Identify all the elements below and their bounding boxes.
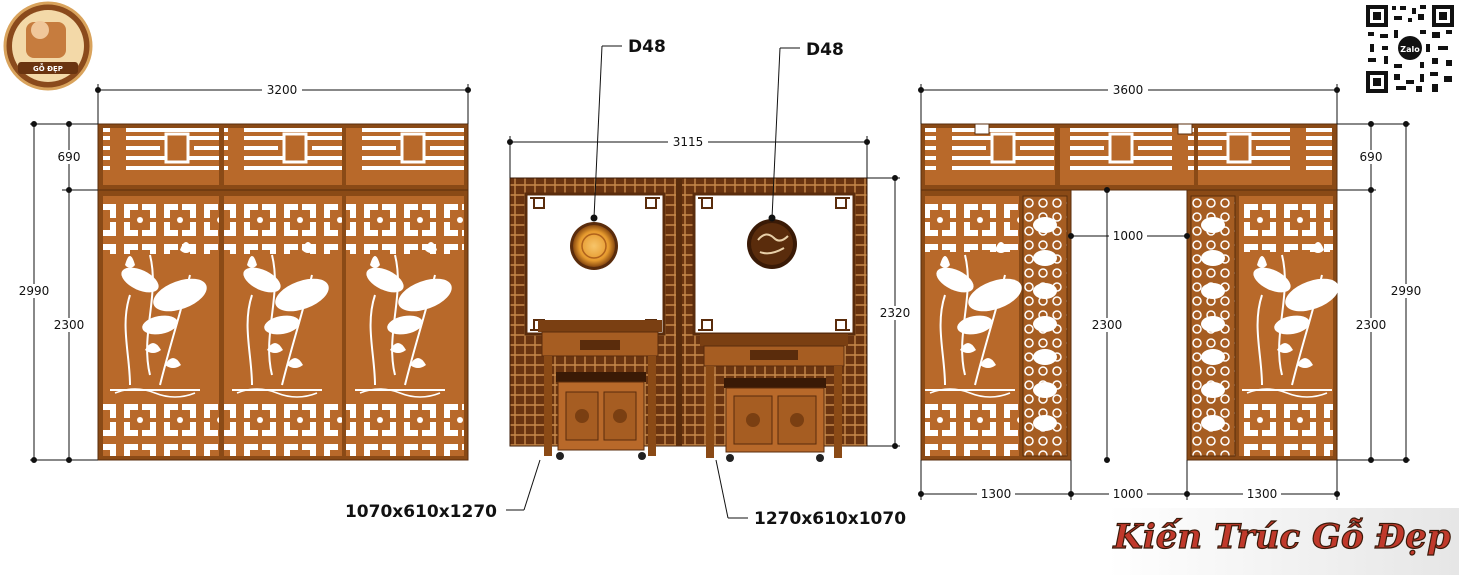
right-bottom-height-label: 2300 [1356,318,1387,332]
left-table-size: 1070x610x1270 [345,502,497,522]
bottom-right-label: 1300 [1247,487,1278,501]
logo-text: GỖ ĐẸP [33,63,63,73]
right-top-height-label: 690 [1360,150,1383,164]
opening-height-label: 2300 [1092,318,1123,332]
qr-label: Zalo [1400,45,1420,54]
left-width-label: 3200 [267,83,298,97]
altar-width-label: 3115 [673,135,704,149]
right-width-label: 3600 [1113,83,1144,97]
altar-height-label: 2320 [880,306,911,320]
altar-dimensions [506,45,900,519]
right-total-height-label: 2990 [1391,284,1422,298]
brand-backdrop [1108,508,1459,575]
left-partition [97,123,469,461]
opening-width-label: 1000 [1113,229,1144,243]
left-bottom-height-label: 2300 [54,318,85,332]
callout-right-disc: D48 [806,40,844,60]
brand-title: Kiến Trúc Gỗ Đẹp [1112,517,1451,557]
right-table-size: 1270x610x1070 [754,509,906,529]
bottom-left-label: 1300 [981,487,1012,501]
qr-code: Zalo [1364,3,1456,95]
brand-logo: GỖ ĐẸP [3,1,93,91]
altar-wall [509,177,868,462]
left-total-height-label: 2990 [19,284,50,298]
callout-left-disc: D48 [628,37,666,57]
left-top-height-label: 690 [58,150,81,164]
right-partition [920,123,1345,461]
bottom-mid-label: 1000 [1113,487,1144,501]
